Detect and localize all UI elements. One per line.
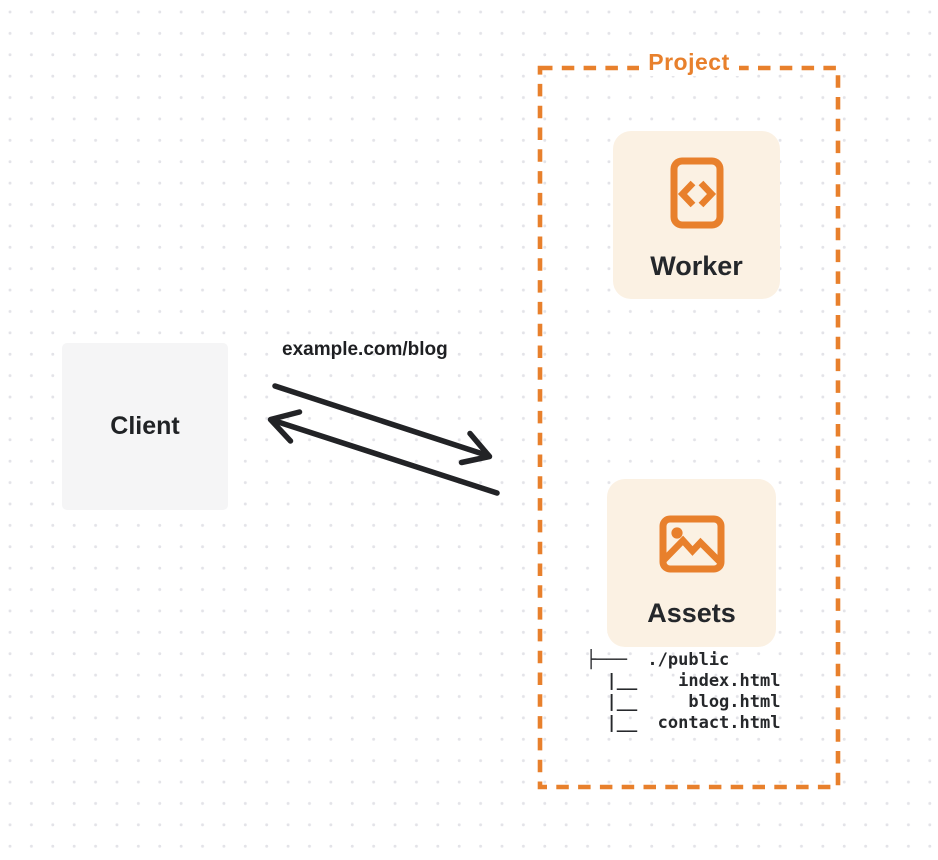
- worker-label: Worker: [650, 251, 743, 281]
- assets-card: Assets: [607, 479, 776, 647]
- response-arrow: [267, 409, 500, 496]
- code-file-icon: [670, 157, 723, 229]
- request-url-label: example.com/blog: [282, 339, 448, 360]
- client-box: Client: [62, 343, 228, 510]
- worker-card: Worker: [613, 131, 780, 299]
- project-label-wrap: Project: [540, 49, 838, 76]
- project-label: Project: [639, 49, 739, 76]
- client-label: Client: [110, 412, 180, 440]
- project-dashed-border: [537, 65, 841, 790]
- request-arrow: [272, 383, 493, 466]
- file-tree: ├─── ./public |__ index.html |__ blog.ht…: [586, 650, 781, 733]
- assets-label: Assets: [647, 598, 736, 628]
- image-icon: [659, 515, 724, 573]
